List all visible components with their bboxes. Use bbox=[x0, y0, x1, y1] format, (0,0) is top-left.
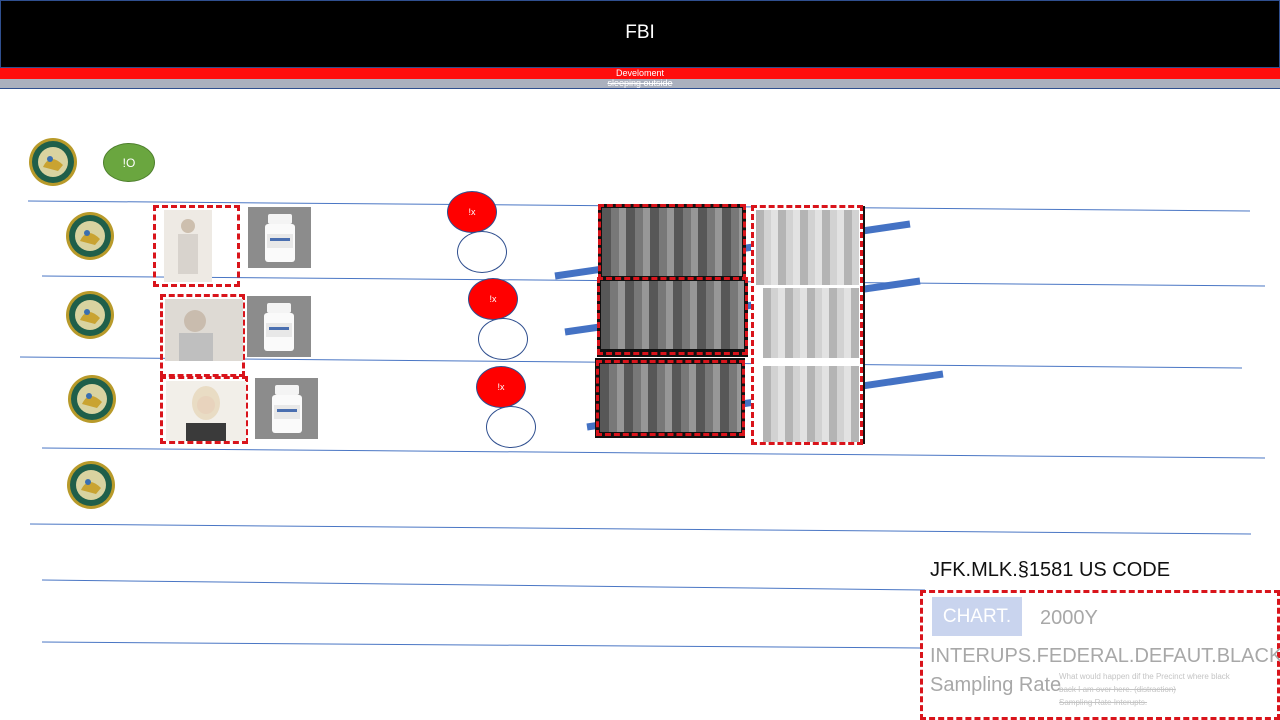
person-photo bbox=[164, 210, 212, 282]
crowd-photo bbox=[763, 288, 859, 358]
chart-frame bbox=[920, 590, 1280, 720]
struck-banner-text: sleeping outside bbox=[607, 78, 673, 88]
crowd-photo bbox=[763, 366, 859, 442]
interrupts-label: INTERUPS.FEDERAL.DEFAUT.BLACK bbox=[930, 645, 1280, 667]
medicine-bottle-icon bbox=[255, 378, 318, 439]
state-seal-icon bbox=[65, 290, 115, 340]
photo-frame bbox=[153, 205, 240, 287]
page-title: FBI bbox=[625, 22, 655, 43]
photo-frame bbox=[160, 294, 245, 377]
year-label: 2000Y bbox=[1040, 607, 1098, 629]
crowd-column-frame bbox=[751, 205, 863, 445]
red-marker[interactable]: !x bbox=[476, 366, 526, 408]
empty-marker[interactable] bbox=[457, 231, 507, 273]
chart-badge[interactable]: CHART. bbox=[932, 597, 1022, 636]
note-line: back I am over here. (distraction) bbox=[1059, 685, 1176, 694]
photo-frame bbox=[160, 376, 248, 444]
red-marker[interactable]: !x bbox=[468, 278, 518, 320]
row-line bbox=[41, 641, 921, 649]
banner-text: Develoment bbox=[615, 68, 665, 78]
medicine-bottle-icon bbox=[247, 296, 311, 357]
state-seal-icon bbox=[28, 137, 78, 187]
row-line bbox=[41, 447, 1266, 459]
crowd-frame bbox=[598, 204, 746, 280]
red-banner bbox=[0, 68, 1280, 79]
crowd-photo bbox=[756, 210, 859, 285]
crowd-photo bbox=[602, 208, 742, 276]
red-marker[interactable]: !x bbox=[447, 191, 497, 233]
crowd-photo bbox=[601, 281, 744, 349]
empty-marker[interactable] bbox=[486, 406, 536, 448]
crowd-photo bbox=[600, 364, 741, 432]
code-heading: JFK.MLK.§1581 US CODE bbox=[930, 559, 1171, 581]
empty-marker[interactable] bbox=[478, 318, 528, 360]
person-photo bbox=[165, 299, 243, 361]
state-seal-icon bbox=[67, 374, 117, 424]
note-line: Sampling Rate Interupts. bbox=[1059, 698, 1148, 707]
crowd-frame bbox=[597, 277, 748, 355]
row-line bbox=[29, 523, 1252, 535]
sampling-rate-label: Sampling Rate bbox=[930, 674, 1062, 696]
row-line bbox=[41, 579, 926, 591]
state-seal-icon bbox=[66, 460, 116, 510]
state-seal-icon bbox=[65, 211, 115, 261]
io-badge[interactable]: !O bbox=[103, 143, 155, 182]
header-bar bbox=[0, 0, 1280, 68]
person-photo bbox=[166, 381, 246, 441]
crowd-frame bbox=[596, 360, 745, 436]
note-line: What would happen dif the Precinct where… bbox=[1059, 672, 1230, 681]
medicine-bottle-icon bbox=[248, 207, 311, 268]
grey-banner bbox=[0, 79, 1280, 89]
